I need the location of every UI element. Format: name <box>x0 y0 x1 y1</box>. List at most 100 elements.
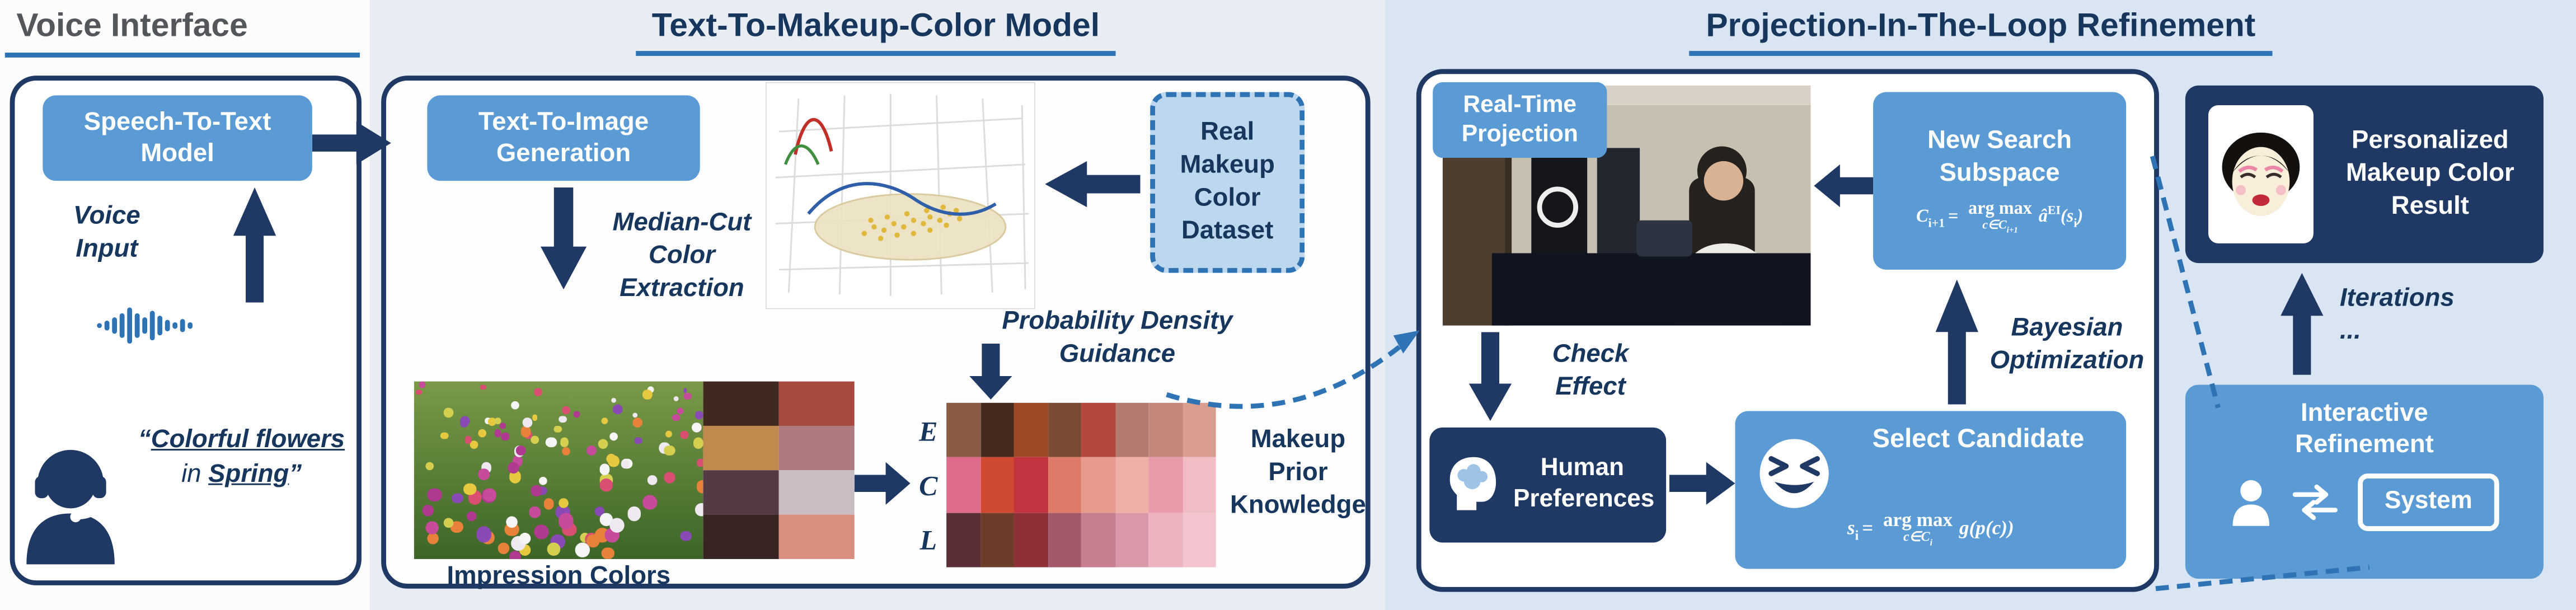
flower-dot <box>494 430 502 438</box>
iterations-text: Iterations <box>2339 284 2455 313</box>
flower-dot <box>683 388 688 393</box>
speech-to-text-label: Speech-To-Text Model <box>83 107 271 168</box>
color-swatch <box>946 457 980 513</box>
flower-dot <box>680 530 692 542</box>
flower-dot <box>452 492 463 504</box>
color-swatch <box>1182 512 1216 567</box>
flower-dot <box>530 484 543 497</box>
color-swatch <box>1047 512 1081 567</box>
flower-dot <box>506 515 518 528</box>
refinement-section-title: Projection-In-The-Loop Refinement <box>1690 8 2272 56</box>
formula-eq: = <box>1862 516 1874 539</box>
interactive-refinement-label: Interactive Refinement <box>2295 399 2434 459</box>
flower-dot <box>538 476 547 486</box>
color-swatch <box>778 470 855 515</box>
flower-dot <box>559 416 566 424</box>
color-swatch <box>1013 402 1048 458</box>
flower-dot <box>428 488 442 503</box>
voice-title-underline <box>4 53 360 58</box>
color-swatch <box>1013 512 1048 567</box>
flower-dot <box>673 396 678 402</box>
flower-dot <box>529 506 541 518</box>
system-box: System <box>2358 473 2499 531</box>
matrix-row-label-C: C <box>919 469 938 501</box>
select-candidate-label: Select Candidate <box>1872 425 2085 454</box>
quote-open: “ <box>138 425 151 454</box>
color-swatch <box>1115 457 1149 513</box>
flower-dot <box>476 526 492 542</box>
flower-dot <box>443 517 454 529</box>
flower-dot <box>608 517 625 533</box>
flower-dot <box>672 414 681 422</box>
text-to-image-box: Text-To-Image Generation <box>427 95 700 181</box>
flower-dot <box>696 480 703 493</box>
waveform-icon <box>92 303 200 349</box>
flower-dot <box>425 462 434 470</box>
color-swatch <box>703 470 779 515</box>
flower-dot <box>665 430 672 437</box>
matrix-row-C <box>946 457 1216 513</box>
color-swatch <box>1013 457 1048 513</box>
flower-dot <box>598 438 609 449</box>
bayesian-optimization-label: Bayesian Optimization <box>1990 314 2145 375</box>
flower-dot <box>426 532 439 545</box>
flower-dot <box>697 459 703 467</box>
flower-dot <box>561 405 571 415</box>
user-icon <box>2230 477 2273 527</box>
color-swatch <box>778 514 855 559</box>
flower-dot <box>608 456 619 467</box>
flower-dot <box>531 435 539 444</box>
flower-dot <box>557 513 574 529</box>
flower-dot <box>632 417 643 428</box>
flower-dot <box>575 543 590 558</box>
impression-palette <box>703 381 855 559</box>
flower-dot <box>691 423 701 433</box>
flower-dot <box>561 447 570 456</box>
flower-dot <box>531 415 538 421</box>
flower-dot <box>533 524 550 541</box>
flower-dot <box>599 464 611 476</box>
flower-dot <box>632 412 638 418</box>
flower-dot <box>642 390 652 400</box>
flower-dot <box>463 484 476 496</box>
flower-dot <box>677 408 684 415</box>
flower-dot <box>543 498 555 509</box>
flower-dot <box>664 445 675 456</box>
flower-dot <box>478 468 490 480</box>
flower-dot <box>416 390 422 395</box>
formula-eq: = <box>1948 207 1959 227</box>
distribution-3d-plot <box>766 82 1035 309</box>
color-swatch <box>1148 402 1183 458</box>
quote-in: in <box>181 460 209 489</box>
brain-icon <box>1444 454 1500 517</box>
flower-dot <box>459 419 468 428</box>
flower-dot <box>507 461 520 474</box>
flower-dot <box>635 437 642 444</box>
flower-dot <box>602 547 614 559</box>
flower-dot <box>440 432 449 440</box>
formula-fn: â <box>2038 207 2048 227</box>
voice-section-title: Voice Interface <box>16 8 248 45</box>
flower-dot <box>464 436 472 444</box>
formula-op: arg max <box>1883 508 1953 531</box>
flower-dot <box>558 499 568 509</box>
new-search-subspace-label: New Search Subspace <box>1927 127 2072 187</box>
human-preferences-box: Human Preferences <box>1429 427 1667 543</box>
flower-dot <box>627 506 642 521</box>
flower-dot <box>510 401 519 410</box>
formula-close: ) <box>2077 207 2084 227</box>
check-effect-label: Check Effect <box>1552 340 1629 401</box>
formula-term: s <box>1847 516 1855 539</box>
formula-term: C <box>1916 207 1929 227</box>
makeup-face-tile <box>2208 105 2314 243</box>
flower-dot <box>497 542 510 555</box>
formula-limit-sub: i <box>1930 539 1933 549</box>
interactive-refinement-row: System <box>2230 473 2499 531</box>
voice-quote: “Colorful flowers in Spring” <box>135 424 349 493</box>
formula-limit: c∈C <box>1903 529 1930 545</box>
color-swatch <box>1182 402 1216 458</box>
matrix-row-L <box>946 512 1216 567</box>
formula-arg-sub: i <box>2073 215 2077 231</box>
